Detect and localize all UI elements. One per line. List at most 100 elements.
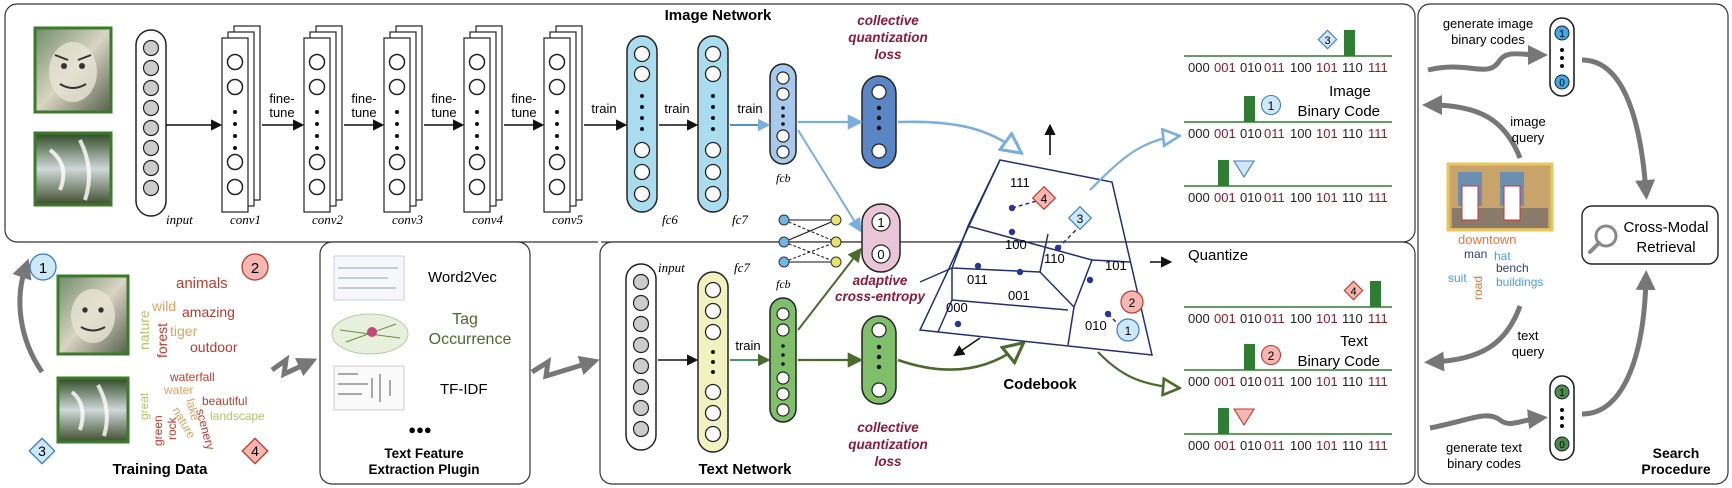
codebook-cells xyxy=(918,159,1153,356)
codebook-cell-111: 111 xyxy=(1010,175,1030,190)
image-loss-line1: collective xyxy=(857,13,919,28)
text-network-title: Text Network xyxy=(698,461,792,478)
svg-text:110: 110 xyxy=(1342,190,1363,205)
fc7-layer xyxy=(697,35,729,213)
gen-text-line1: generate text xyxy=(1446,440,1522,455)
search-arrow-gen-image xyxy=(1427,44,1548,73)
codebook-cell-001: 001 xyxy=(1008,288,1030,303)
conv2-label: conv2 xyxy=(312,212,344,227)
svg-text:100: 100 xyxy=(1290,190,1312,205)
conv1-label: conv1 xyxy=(230,212,261,227)
training-badge-3-text: 3 xyxy=(38,443,46,459)
text-code-bit-0: 0 xyxy=(1559,440,1565,451)
search-arrow-to-retrieval-top xyxy=(1581,57,1656,200)
word2vec-thumbnail xyxy=(333,255,405,301)
plugin-tag: Tag xyxy=(452,311,478,328)
tiger-image xyxy=(33,26,113,114)
search-arrow-to-retrieval-bottom xyxy=(1581,270,1656,417)
text-binary-label-2: Binary Code xyxy=(1297,353,1380,370)
centroid-link-1 xyxy=(1107,313,1121,327)
training-badge-2 xyxy=(241,253,269,281)
svg-text:nature: nature xyxy=(136,310,152,350)
adaptive-label-1: adaptive xyxy=(853,273,908,288)
edge-finetune-2b: tune xyxy=(351,105,376,120)
svg-text:amazing: amazing xyxy=(182,304,235,320)
codebook-axes xyxy=(953,123,1173,357)
pairwise-graph xyxy=(778,214,842,268)
text-binary-label-1: Text xyxy=(1340,333,1368,350)
image-code-bit-0: 0 xyxy=(1559,78,1565,89)
plugin-panel xyxy=(319,241,531,485)
svg-text:tiger: tiger xyxy=(170,323,198,339)
text-loss-to-codebook xyxy=(897,344,1022,371)
conv3-layer xyxy=(383,25,423,213)
fc7-label: fc7 xyxy=(732,212,748,227)
svg-text:111: 111 xyxy=(1368,60,1388,75)
codebook-centroids xyxy=(954,204,1112,328)
fc6-layer xyxy=(626,35,658,213)
search-arrow-image-query xyxy=(1422,95,1523,159)
text-code-bit-1: 1 xyxy=(1559,388,1565,399)
image-fcb-label: fcb xyxy=(776,171,791,185)
image-network-title: Image Network xyxy=(665,7,772,24)
edge-finetune-3a: fine- xyxy=(431,91,456,106)
search-arrow-gen-text xyxy=(1429,409,1548,431)
tag-cloud-waterfall: waterfall water beautiful landscape grea… xyxy=(137,370,265,451)
training-badge-3 xyxy=(28,437,56,465)
text-fcb-label: fcb xyxy=(776,277,791,291)
badge-diamond-4-codebook xyxy=(1031,185,1057,211)
training-arrow-up xyxy=(12,258,45,374)
badge-circle-2-codebook xyxy=(1120,290,1144,314)
text-fc7-layer xyxy=(697,271,729,453)
svg-text:100: 100 xyxy=(1290,374,1312,389)
row-badge-2-text: 2 xyxy=(1268,349,1275,363)
svg-text:110: 110 xyxy=(1342,311,1363,326)
svg-text:000: 000 xyxy=(1188,374,1210,389)
svg-text:001: 001 xyxy=(1214,60,1236,75)
codebook-cell-110: 110 xyxy=(1044,251,1065,266)
search-title-2: Procedure xyxy=(1641,461,1710,477)
svg-text:beautiful: beautiful xyxy=(202,394,247,408)
text-query-line1: text xyxy=(1518,328,1539,343)
svg-text:001: 001 xyxy=(1214,438,1236,453)
codebook-to-image-code xyxy=(1089,136,1178,191)
plugin-title-1: Text Feature xyxy=(384,446,464,461)
svg-text:water: water xyxy=(163,383,193,397)
svg-text:001: 001 xyxy=(1214,374,1236,389)
svg-text:101: 101 xyxy=(1316,374,1338,389)
fc6-label: fc6 xyxy=(662,212,678,227)
image-loss-line3: loss xyxy=(874,47,902,62)
svg-text:downtown: downtown xyxy=(1458,232,1517,247)
retrieval-line2[interactable]: Retrieval xyxy=(1636,239,1695,256)
image-loss-node xyxy=(861,75,897,169)
training-badge-1-text: 1 xyxy=(39,260,47,277)
edge-finetune-4b: tune xyxy=(511,105,536,120)
waterfall-image xyxy=(33,131,113,207)
conv5-layer xyxy=(543,25,583,213)
badge-1-codebook-text: 1 xyxy=(1125,324,1132,338)
training-to-plugin-zigzag xyxy=(270,354,318,379)
conv1-layer xyxy=(221,25,261,213)
svg-text:000: 000 xyxy=(1188,438,1210,453)
conv3-label: conv3 xyxy=(392,212,424,227)
svg-text:010: 010 xyxy=(1240,311,1262,326)
plugin-to-text-zigzag xyxy=(530,355,600,380)
svg-text:landscape: landscape xyxy=(210,409,265,423)
codebook-to-text-code xyxy=(1097,351,1178,388)
conv4-label: conv4 xyxy=(472,212,504,227)
search-arrow-text-query xyxy=(1424,305,1523,372)
training-badge-4 xyxy=(241,437,269,465)
image-binary-label-1: Image xyxy=(1329,83,1371,100)
plugin-word2vec: Word2Vec xyxy=(428,269,497,286)
svg-text:101: 101 xyxy=(1316,438,1338,453)
retrieval-line1[interactable]: Cross-Modal xyxy=(1623,219,1708,236)
image-fcb-layer xyxy=(769,63,797,165)
text-loss-line2: quantization xyxy=(848,437,928,452)
codebook-title: Codebook xyxy=(1003,376,1077,393)
image-input-label: input xyxy=(166,212,193,227)
badge-4-codebook-text: 4 xyxy=(1041,192,1048,206)
edge-train-3: train xyxy=(737,101,762,116)
svg-text:hat: hat xyxy=(1494,249,1511,263)
edge-train-1: train xyxy=(591,101,616,116)
